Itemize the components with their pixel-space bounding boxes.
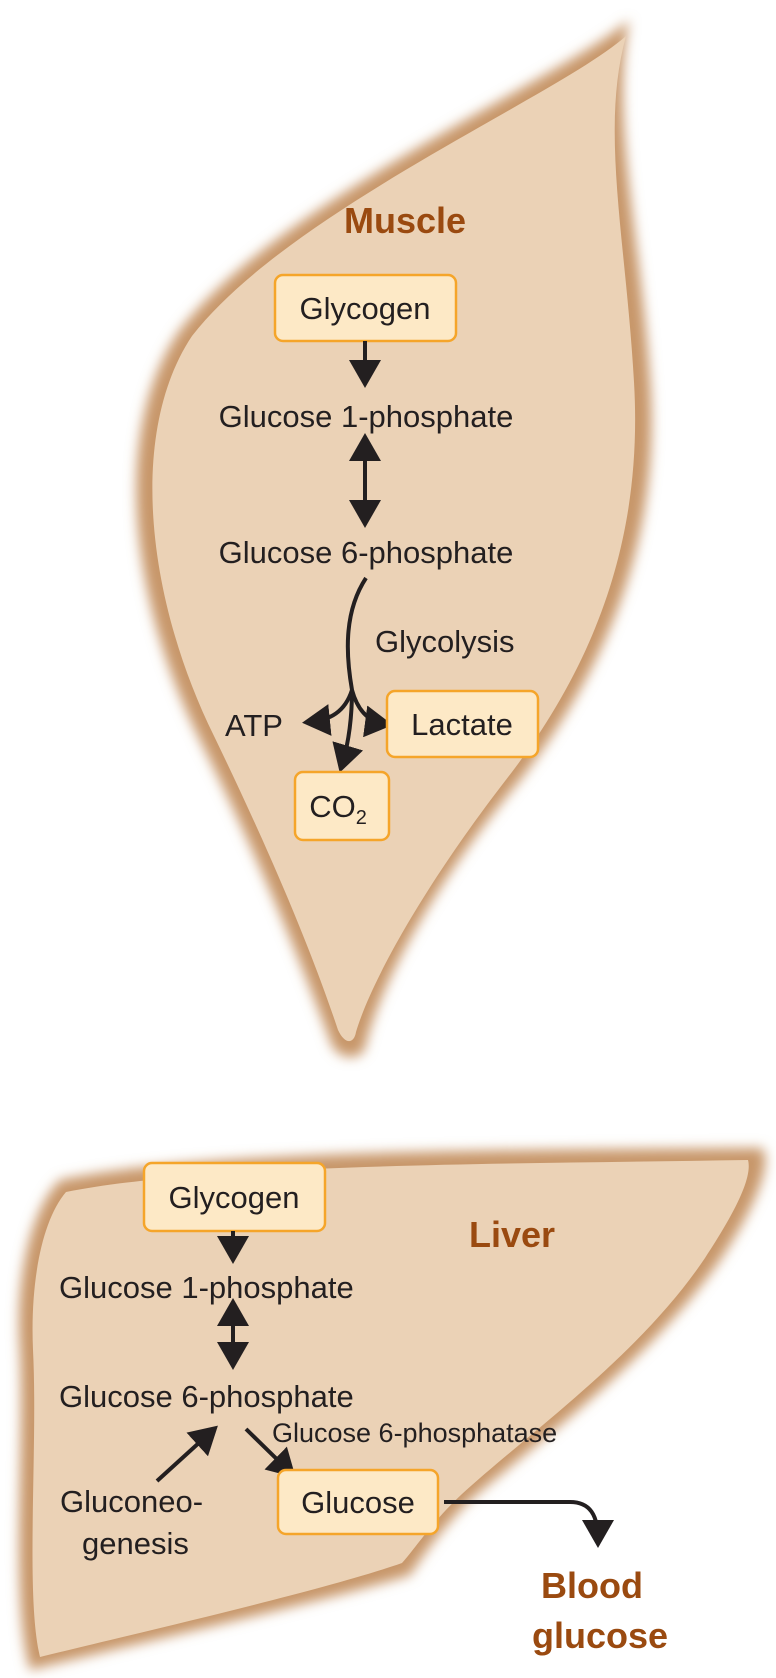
muscle-label: Muscle (344, 200, 466, 241)
liver-arrow-g6p-to-glucose (244, 1427, 296, 1478)
arrow-glucose-to-blood (444, 1500, 614, 1548)
muscle-glycolysis-label: Glycolysis (375, 624, 515, 659)
muscle-organ (136, 20, 652, 1058)
liver-gluconeogenesis-line2: genesis (82, 1526, 189, 1561)
muscle-co2-box (293, 770, 391, 842)
muscle-glycolysis-arrows (302, 576, 393, 773)
blood-glucose-line1: Blood (541, 1565, 643, 1606)
liver-g1p: Glucose 1-phosphate (59, 1270, 354, 1305)
liver-organ (19, 1148, 766, 1670)
liver-enzyme-label: Glucose 6-phosphatase (272, 1418, 557, 1448)
liver-glycogen: Glycogen (169, 1180, 300, 1215)
muscle-lactate-box (385, 689, 540, 759)
muscle-glycogen: Glycogen (300, 291, 431, 326)
muscle-g1p: Glucose 1-phosphate (219, 399, 514, 434)
muscle-co2: CO2 (309, 789, 367, 829)
liver-glucose-box (276, 1468, 440, 1536)
liver-label: Liver (469, 1214, 555, 1255)
liver-glucose: Glucose (301, 1485, 415, 1520)
liver-g6p: Glucose 6-phosphate (59, 1379, 354, 1414)
muscle-g6p: Glucose 6-phosphate (219, 535, 514, 570)
muscle-lactate: Lactate (411, 707, 513, 742)
muscle-atp: ATP (225, 708, 283, 743)
blood-glucose-line2: glucose (532, 1615, 668, 1656)
liver-gluconeogenesis-line1: Gluconeo- (60, 1484, 203, 1519)
liver-arrow-gluconeogenesis (155, 1425, 218, 1483)
